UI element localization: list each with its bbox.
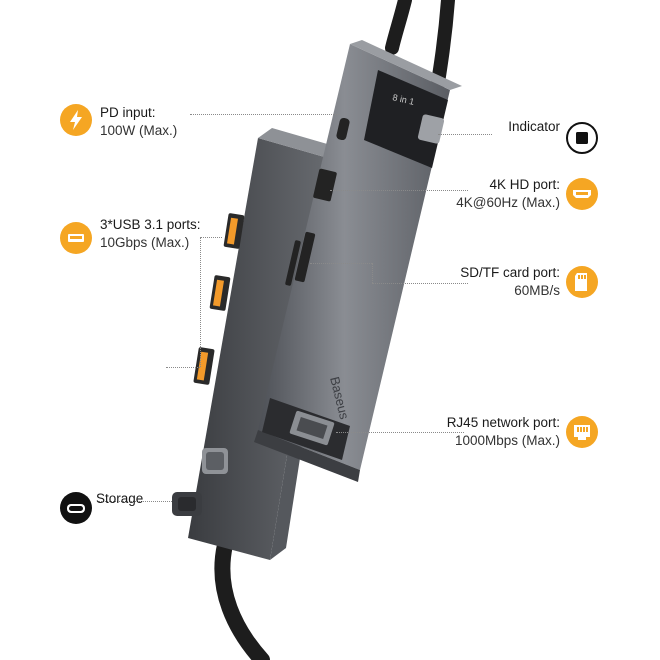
sdtf-title: SD/TF card port: (460, 265, 560, 280)
storage-leader (98, 501, 172, 502)
pd-leader (190, 114, 340, 115)
cable-bottom (214, 537, 270, 660)
usb-callout: 3*USB 3.1 ports: 10Gbps (Max.) (100, 216, 201, 252)
storage-icon (60, 492, 92, 524)
usb-sub: 10Gbps (Max.) (100, 235, 190, 250)
badge-text: 8 in 1 (392, 92, 416, 107)
hdmi-leader (330, 190, 468, 191)
usb-leader (200, 237, 222, 238)
pd-title: PD input: (100, 105, 156, 120)
pd-callout: PD input: 100W (Max.) (100, 104, 177, 140)
usb-leader-vertical (200, 237, 201, 367)
rj45-sub: 1000Mbps (Max.) (454, 433, 560, 448)
sdtf-leader-right (372, 283, 468, 284)
sdtf-leader (310, 263, 372, 264)
sdtf-callout: SD/TF card port: 60MB/s (400, 264, 560, 300)
usb-leader-bottom (166, 367, 200, 368)
sdtf-leader-vertical (372, 263, 373, 283)
indicator-leader (438, 134, 492, 135)
hdmi-icon (566, 178, 598, 210)
hdmi-title: 4K HD port: (489, 177, 560, 192)
ethernet-icon (566, 416, 598, 448)
hdmi-callout: 4K HD port: 4K@60Hz (Max.) (400, 176, 560, 212)
rj45-callout: RJ45 network port: 1000Mbps (Max.) (400, 414, 560, 450)
cable-top (385, 0, 412, 55)
pd-sub: 100W (Max.) (100, 123, 178, 138)
storage-title: Storage (96, 491, 144, 506)
rj45-leader (336, 432, 464, 433)
sdtf-sub: 60MB/s (514, 283, 560, 298)
indicator-callout: Indicator (440, 118, 560, 136)
sd-card-icon (566, 266, 598, 298)
hdmi-sub: 4K@60Hz (Max.) (456, 195, 560, 210)
lightning-icon (60, 104, 92, 136)
indicator-icon (566, 122, 598, 154)
rj45-title: RJ45 network port: (446, 415, 560, 430)
usb-title: 3*USB 3.1 ports: (100, 217, 201, 232)
usb-port-icon (60, 222, 92, 254)
indicator-title: Indicator (508, 119, 560, 134)
storage-callout: Storage (96, 490, 143, 508)
